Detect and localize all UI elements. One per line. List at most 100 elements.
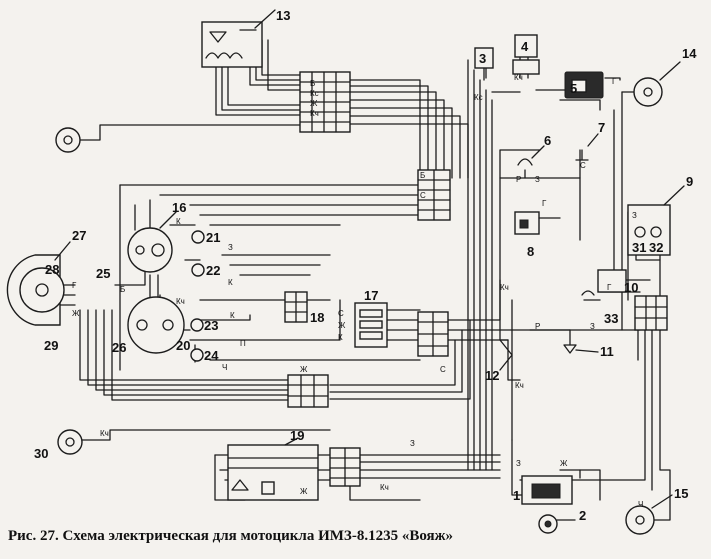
svg-text:13: 13 xyxy=(276,8,290,23)
svg-text:З: З xyxy=(228,243,233,252)
component-26: 26 20 xyxy=(112,296,190,355)
svg-text:З: З xyxy=(410,439,415,448)
svg-text:Ж: Ж xyxy=(560,459,568,468)
connector-18 xyxy=(284,291,308,323)
svg-text:Р: Р xyxy=(535,322,540,331)
component-22: 22 xyxy=(191,263,220,278)
svg-text:К: К xyxy=(176,217,181,226)
component-3: 3 xyxy=(474,47,494,81)
svg-text:Кч: Кч xyxy=(100,429,109,438)
component-16: 16 25 xyxy=(96,200,186,281)
svg-text:С: С xyxy=(420,191,426,200)
svg-text:Кч: Кч xyxy=(310,109,319,118)
connector-middle xyxy=(417,169,451,221)
svg-text:11: 11 xyxy=(600,344,614,359)
component-17: 17 xyxy=(354,288,388,348)
svg-text:З: З xyxy=(632,211,637,220)
svg-text:Б: Б xyxy=(420,171,425,180)
component-12: 12 xyxy=(485,339,513,383)
svg-text:Ж: Ж xyxy=(310,99,318,108)
svg-text:15: 15 xyxy=(674,486,688,501)
svg-text:Кс: Кс xyxy=(474,93,483,102)
component-15-lamp: 15 xyxy=(625,486,688,535)
component-33: 33 xyxy=(581,290,618,326)
svg-text:24: 24 xyxy=(204,348,219,363)
component-8: 8 xyxy=(514,211,561,259)
svg-text:Б: Б xyxy=(310,79,315,88)
component-2: 2 xyxy=(538,508,586,534)
component-1-generator: 1 xyxy=(513,475,573,505)
svg-text:Г: Г xyxy=(612,77,617,86)
svg-text:Г: Г xyxy=(542,199,547,208)
component-5: 5 xyxy=(564,71,604,99)
component-10: 10 xyxy=(597,269,638,295)
svg-text:30: 30 xyxy=(34,446,48,461)
svg-text:17: 17 xyxy=(364,288,378,303)
component-30-lamp: 30 xyxy=(34,429,83,461)
svg-text:Ч: Ч xyxy=(222,363,227,372)
lamp-top-left xyxy=(55,127,81,153)
svg-text:К: К xyxy=(338,333,343,342)
svg-text:25: 25 xyxy=(96,266,110,281)
svg-text:Кч: Кч xyxy=(380,483,389,492)
svg-text:10: 10 xyxy=(624,280,638,295)
connector-lower-left xyxy=(287,374,329,408)
svg-text:Кс: Кс xyxy=(310,89,319,98)
svg-text:Ж: Ж xyxy=(300,365,308,374)
component-18-label: 18 xyxy=(310,310,324,325)
svg-text:4: 4 xyxy=(521,39,529,54)
svg-text:С: С xyxy=(338,309,344,318)
component-21: 21 xyxy=(191,230,220,245)
svg-text:3: 3 xyxy=(479,51,486,66)
svg-text:2: 2 xyxy=(579,508,586,523)
svg-text:З: З xyxy=(535,175,540,184)
svg-text:32: 32 xyxy=(649,240,663,255)
svg-text:14: 14 xyxy=(682,46,697,61)
component-24: 24 xyxy=(190,348,219,363)
svg-text:31: 31 xyxy=(632,240,646,255)
component-19: 19 xyxy=(227,428,319,501)
component-7: 7 xyxy=(575,120,605,161)
component-11: 11 xyxy=(563,344,614,359)
svg-text:К: К xyxy=(230,311,235,320)
svg-text:27: 27 xyxy=(72,228,86,243)
svg-text:16: 16 xyxy=(172,200,186,215)
connector-bottom xyxy=(329,447,361,487)
svg-text:Г: Г xyxy=(607,283,612,292)
figure-caption: Рис. 27. Схема электрическая для мотоцик… xyxy=(8,528,453,544)
svg-text:Ж: Ж xyxy=(338,321,346,330)
svg-text:12: 12 xyxy=(485,368,499,383)
svg-text:Г: Г xyxy=(72,281,77,290)
svg-text:5: 5 xyxy=(570,81,577,96)
svg-text:Кч: Кч xyxy=(176,297,185,306)
component-4: 4 xyxy=(512,34,540,75)
svg-text:33: 33 xyxy=(604,311,618,326)
component-9: 9 31 32 xyxy=(627,174,693,256)
svg-text:21: 21 xyxy=(206,230,220,245)
svg-text:23: 23 xyxy=(204,318,218,333)
svg-text:9: 9 xyxy=(686,174,693,189)
svg-text:28: 28 xyxy=(45,262,59,277)
svg-text:С: С xyxy=(440,365,446,374)
svg-text:29: 29 xyxy=(44,338,58,353)
wire-codes: Б Кс Ж Кч Б С Кс Кч С З Р Г Г З Р З Кч К… xyxy=(72,73,643,509)
svg-text:Ж: Ж xyxy=(300,487,308,496)
svg-text:7: 7 xyxy=(598,120,605,135)
svg-text:Б: Б xyxy=(120,285,125,294)
terminal-block-right xyxy=(634,295,668,331)
connector-top xyxy=(299,71,351,133)
svg-text:1: 1 xyxy=(513,488,520,503)
svg-text:18: 18 xyxy=(310,310,324,325)
svg-text:19: 19 xyxy=(290,428,304,443)
svg-text:Ч: Ч xyxy=(638,500,643,509)
svg-text:З: З xyxy=(516,459,521,468)
component-27-headlamp: 27 28 29 xyxy=(6,228,86,353)
connector-lower-right xyxy=(417,311,449,357)
component-23: 23 xyxy=(190,318,218,333)
svg-text:8: 8 xyxy=(527,244,534,259)
svg-text:П: П xyxy=(240,339,246,348)
svg-text:22: 22 xyxy=(206,263,220,278)
svg-text:Кч: Кч xyxy=(515,381,524,390)
svg-text:26: 26 xyxy=(112,340,126,355)
